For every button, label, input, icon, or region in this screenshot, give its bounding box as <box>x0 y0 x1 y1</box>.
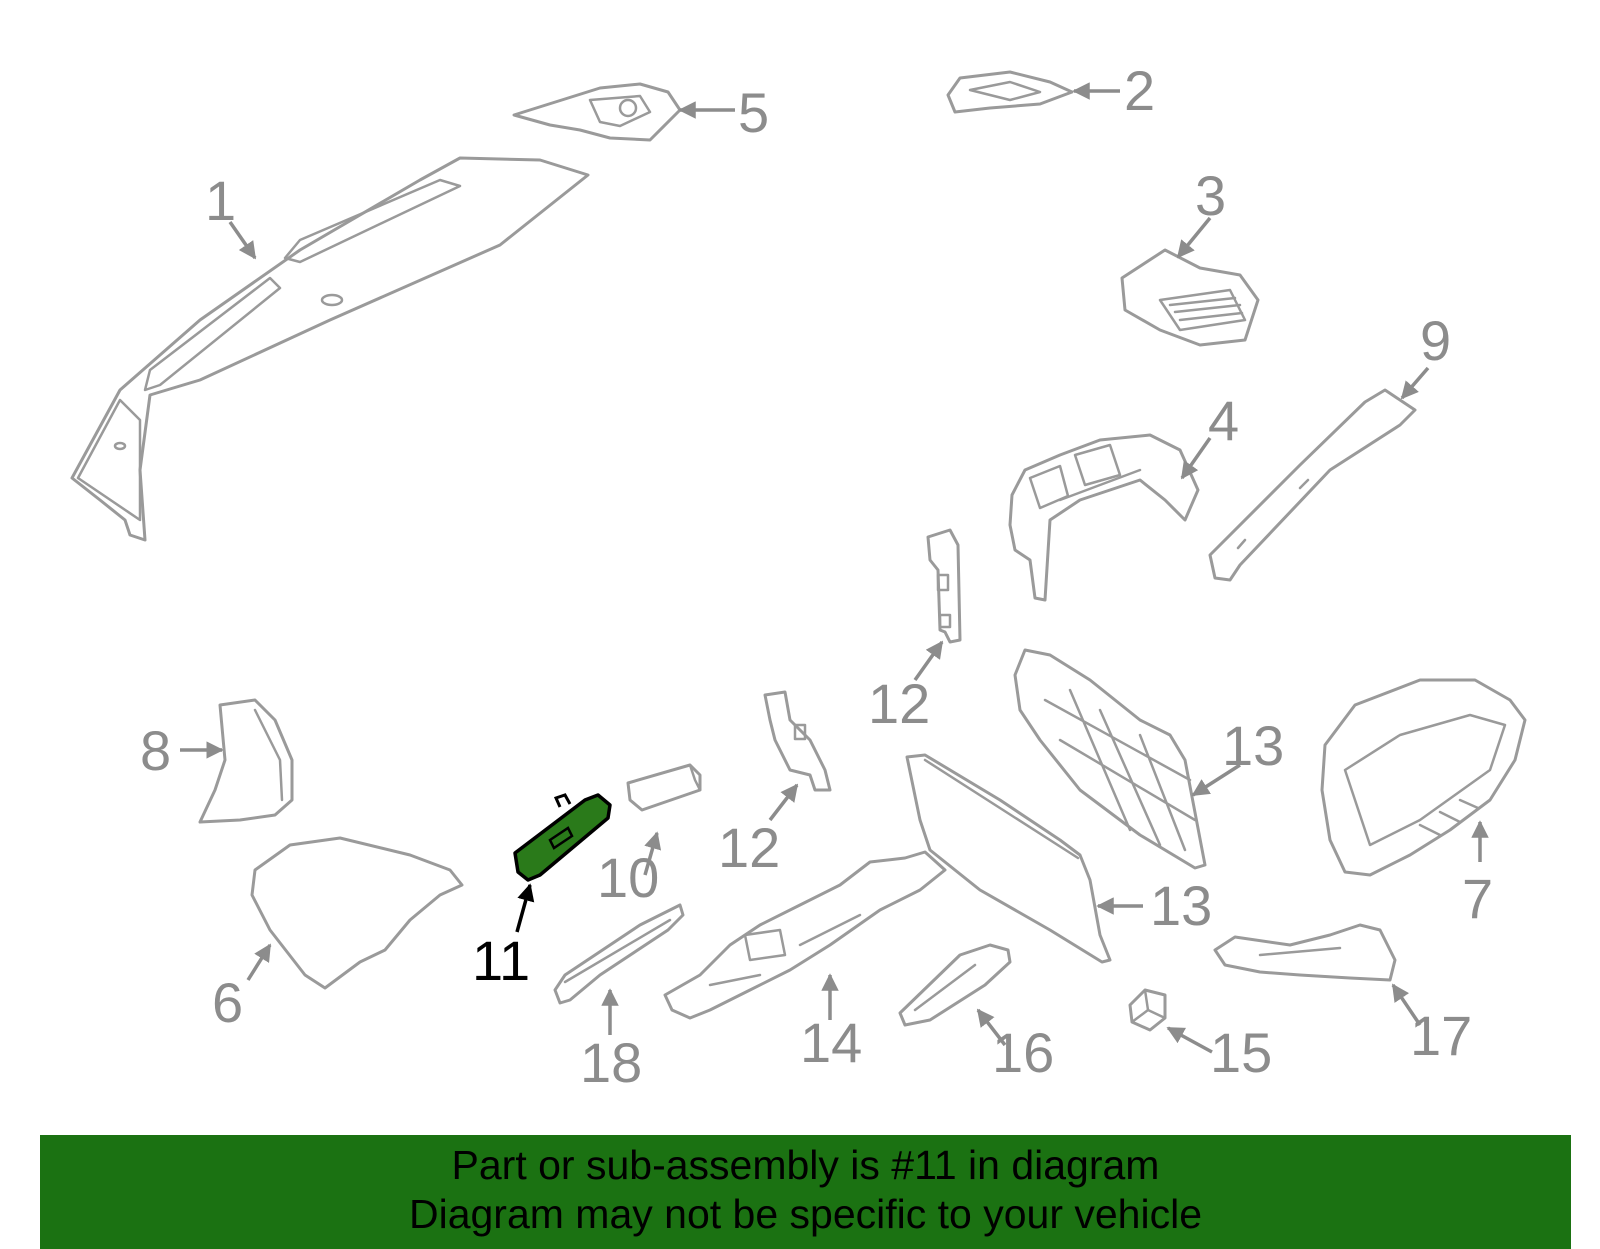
arrow-16 <box>976 1008 1007 1047</box>
callout-10: 10 <box>597 846 659 909</box>
part-5-bracket[interactable] <box>512 82 682 142</box>
callout-11: 11 <box>472 929 530 992</box>
arrow-3 <box>1176 216 1212 259</box>
callout-17: 17 <box>1410 1004 1472 1067</box>
arrow-1 <box>228 221 257 260</box>
part-13-glovebox-liner[interactable] <box>1013 648 1207 870</box>
part-17-duct[interactable] <box>1213 923 1397 982</box>
callout-arrows <box>180 82 1489 1054</box>
callout-12b: 12 <box>718 816 780 879</box>
parts-diagram: 1 5 2 3 9 4 12 12 13 13 7 8 6 10 11 18 1… <box>70 59 1527 1094</box>
part-1-dashboard-panel[interactable] <box>70 156 590 542</box>
callout-15: 15 <box>1210 1021 1272 1084</box>
part-18-trim-rail[interactable] <box>553 903 685 1005</box>
part-16-bracket[interactable] <box>898 943 1012 1027</box>
part-8-knee-panel[interactable] <box>198 698 294 824</box>
part-15-clip[interactable] <box>1128 988 1167 1032</box>
part-6-airbag-cover[interactable] <box>250 836 464 990</box>
callout-13b: 13 <box>1150 874 1212 937</box>
callout-12a: 12 <box>868 672 930 735</box>
callout-4: 4 <box>1208 389 1239 452</box>
info-banner: Part or sub-assembly is #11 in diagram D… <box>40 1135 1571 1249</box>
callout-14: 14 <box>800 1011 862 1074</box>
callout-labels: 1 5 2 3 9 4 12 12 13 13 7 8 6 10 11 18 1… <box>140 59 1493 1094</box>
arrow-12a <box>913 640 944 682</box>
callout-6: 6 <box>212 971 243 1034</box>
part-9-trim-strip[interactable] <box>1208 388 1417 582</box>
arrow-9 <box>1400 366 1430 400</box>
callout-2: 2 <box>1124 59 1155 122</box>
part-10-switch[interactable] <box>626 763 702 812</box>
part-11-selected[interactable] <box>513 793 612 882</box>
callout-9: 9 <box>1420 309 1451 372</box>
arrow-13a <box>1191 763 1241 797</box>
banner-line-1: Part or sub-assembly is #11 in diagram <box>451 1142 1160 1188</box>
arrow-17 <box>1391 983 1422 1026</box>
banner-line-2: Diagram may not be specific to your vehi… <box>408 1191 1202 1237</box>
callout-13a: 13 <box>1222 714 1284 777</box>
callout-7: 7 <box>1462 867 1493 930</box>
callout-1: 1 <box>205 169 236 232</box>
callout-8: 8 <box>140 719 171 782</box>
part-7-instrument-cluster[interactable] <box>1320 678 1527 877</box>
part-2-vent-trim[interactable] <box>946 70 1074 114</box>
arrow-10 <box>643 831 662 876</box>
callout-16: 16 <box>992 1021 1054 1084</box>
part-3-air-vent[interactable] <box>1120 248 1260 347</box>
part-12-bracket-upper[interactable] <box>926 528 962 644</box>
arrow-15 <box>1166 1026 1213 1054</box>
arrow-6 <box>246 943 272 981</box>
callout-5: 5 <box>738 81 769 144</box>
callout-18: 18 <box>580 1031 642 1094</box>
callout-3: 3 <box>1195 164 1226 227</box>
arrow-12b <box>768 783 799 822</box>
arrow-4 <box>1180 436 1212 480</box>
arrow-11 <box>515 883 535 933</box>
part-14-lower-panel[interactable] <box>663 850 947 1020</box>
part-13-glovebox-lid[interactable] <box>905 753 1112 964</box>
part-12-bracket-lower[interactable] <box>763 690 832 792</box>
part-4-vent-duct[interactable] <box>1008 433 1200 602</box>
